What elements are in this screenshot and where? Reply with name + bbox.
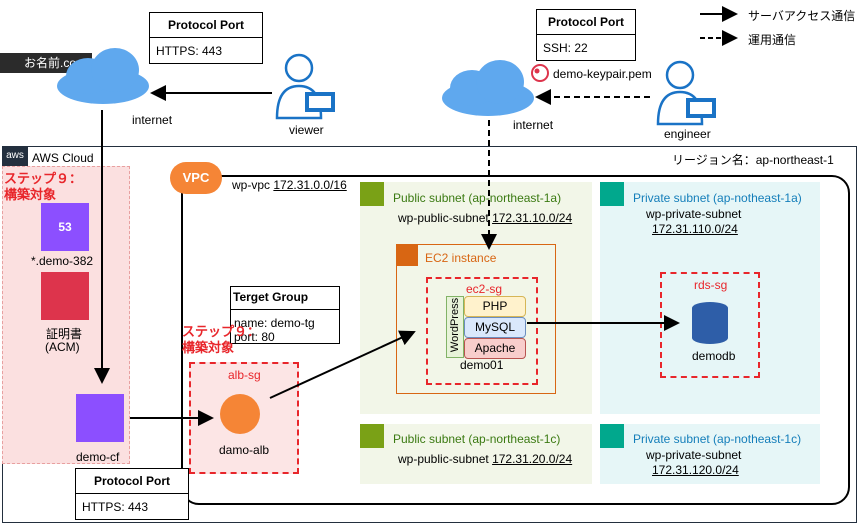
route53-label: *.demo-382 bbox=[31, 254, 94, 268]
cloudfront-label: demo-cf bbox=[76, 450, 120, 464]
load-balancer-icon bbox=[220, 394, 260, 434]
aws-logo-icon: aws bbox=[2, 146, 28, 168]
step9-mid-label: ステップ９： 構築対象 bbox=[182, 324, 261, 355]
step9-left-label: ステップ９： 構築対象 bbox=[4, 171, 83, 202]
rds-name: demodb bbox=[692, 349, 736, 363]
lock-icon bbox=[600, 424, 624, 448]
priv1c-name: wp-private-subnet bbox=[646, 448, 742, 462]
mysql-box: MySQL bbox=[464, 317, 526, 338]
ec2-icon bbox=[396, 244, 418, 266]
php-box: PHP bbox=[464, 296, 526, 317]
protocol-port-body: SSH: 22 bbox=[543, 41, 588, 55]
ec2-instance-group bbox=[396, 244, 556, 394]
acm-label1: 証明書 bbox=[46, 327, 83, 341]
legend-server-access-label: サーバアクセス通信 bbox=[748, 9, 856, 23]
route53-icon: 53 bbox=[41, 203, 89, 251]
protocol-port-cf: Protocol Port HTTPS: 443 bbox=[75, 468, 189, 520]
acm-label2: (ACM) bbox=[45, 340, 80, 354]
internet-cloud-icon bbox=[442, 60, 534, 116]
priv1a-cidr: 172.31.110.0/24 bbox=[652, 222, 738, 236]
cloudfront-icon bbox=[76, 394, 124, 442]
target-group-divider bbox=[230, 309, 340, 310]
alb-label: damo-alb bbox=[219, 443, 270, 457]
database-icon bbox=[692, 302, 728, 344]
priv1c-title: Private subnet (ap-notheast-1c) bbox=[633, 432, 802, 446]
key-icon bbox=[531, 64, 549, 82]
ec2-sg-label: ec2-sg bbox=[466, 282, 503, 296]
ec2-name: demo01 bbox=[460, 358, 504, 372]
engineer-user-icon bbox=[656, 60, 716, 126]
vpc-cloud-icon: VPC bbox=[170, 162, 222, 194]
protocol-port-body: HTTPS: 443 bbox=[156, 44, 223, 58]
viewer-label: viewer bbox=[289, 123, 324, 137]
protocol-port-header: Protocol Port bbox=[537, 10, 635, 35]
pub1a-name: wp-public-subnet 172.31.10.0/24 bbox=[398, 211, 573, 225]
rds-sg bbox=[660, 272, 760, 378]
target-group-line1: name: demo-tg bbox=[234, 316, 315, 330]
priv1a-title: Private subnet (ap-notheast-1a) bbox=[633, 191, 802, 205]
arrow-alb-ec2 bbox=[269, 330, 416, 399]
target-group-title: Terget Group bbox=[233, 290, 309, 304]
apache-box: Apache bbox=[464, 338, 526, 359]
private-subnet-1a bbox=[600, 182, 820, 414]
lock-icon bbox=[360, 424, 384, 448]
public-subnet-1c bbox=[360, 424, 592, 484]
vpc-label: wp-vpc 172.31.0.0/16 bbox=[232, 178, 347, 192]
protocol-port-viewer: Protocol Port HTTPS: 443 bbox=[149, 12, 263, 64]
wordpress-bar bbox=[446, 296, 464, 358]
legend-operation-label: 運用通信 bbox=[748, 33, 797, 47]
protocol-port-engineer: Protocol Port SSH: 22 bbox=[536, 9, 636, 61]
priv1c-cidr: 172.31.120.0/24 bbox=[652, 463, 739, 477]
vpc-frame bbox=[181, 175, 850, 505]
priv1a-name: wp-private-subnet bbox=[646, 207, 742, 221]
rds-sg-label: rds-sg bbox=[694, 278, 728, 292]
target-group-line2: port: 80 bbox=[234, 330, 275, 344]
lock-icon bbox=[360, 182, 384, 206]
target-group-box bbox=[230, 286, 340, 344]
pub1c-name: wp-public-subnet 172.31.20.0/24 bbox=[398, 452, 573, 466]
engineer-label: engineer bbox=[664, 127, 711, 141]
pub1a-title: Public subnet (ap-northeast-1a) bbox=[393, 191, 562, 205]
lock-icon bbox=[600, 182, 624, 206]
region-label: リージョン名：ap-northeast-1 bbox=[672, 153, 834, 167]
ec2-sg bbox=[426, 277, 538, 385]
viewer-user-icon bbox=[275, 53, 335, 120]
private-subnet-1c bbox=[600, 424, 820, 484]
internet-left-label: internet bbox=[132, 113, 173, 127]
acm-icon bbox=[41, 272, 89, 320]
vpc-cidr: 172.31.0.0/16 bbox=[273, 178, 347, 192]
protocol-port-body: HTTPS: 443 bbox=[82, 500, 149, 514]
ec2-title: EC2 instance bbox=[425, 251, 497, 265]
internet-right-label: internet bbox=[513, 118, 554, 132]
aws-cloud-label: AWS Cloud bbox=[32, 151, 94, 165]
pub1c-title: Public subnet (ap-northeast-1c) bbox=[393, 432, 561, 446]
protocol-port-header: Protocol Port bbox=[150, 13, 262, 38]
alb-sg-label: alb-sg bbox=[228, 368, 261, 382]
keypair-label: demo-keypair.pem bbox=[553, 67, 652, 81]
protocol-port-header: Protocol Port bbox=[76, 469, 188, 494]
vpc-name: wp-vpc bbox=[232, 178, 271, 192]
internet-cloud-icon bbox=[57, 48, 149, 104]
